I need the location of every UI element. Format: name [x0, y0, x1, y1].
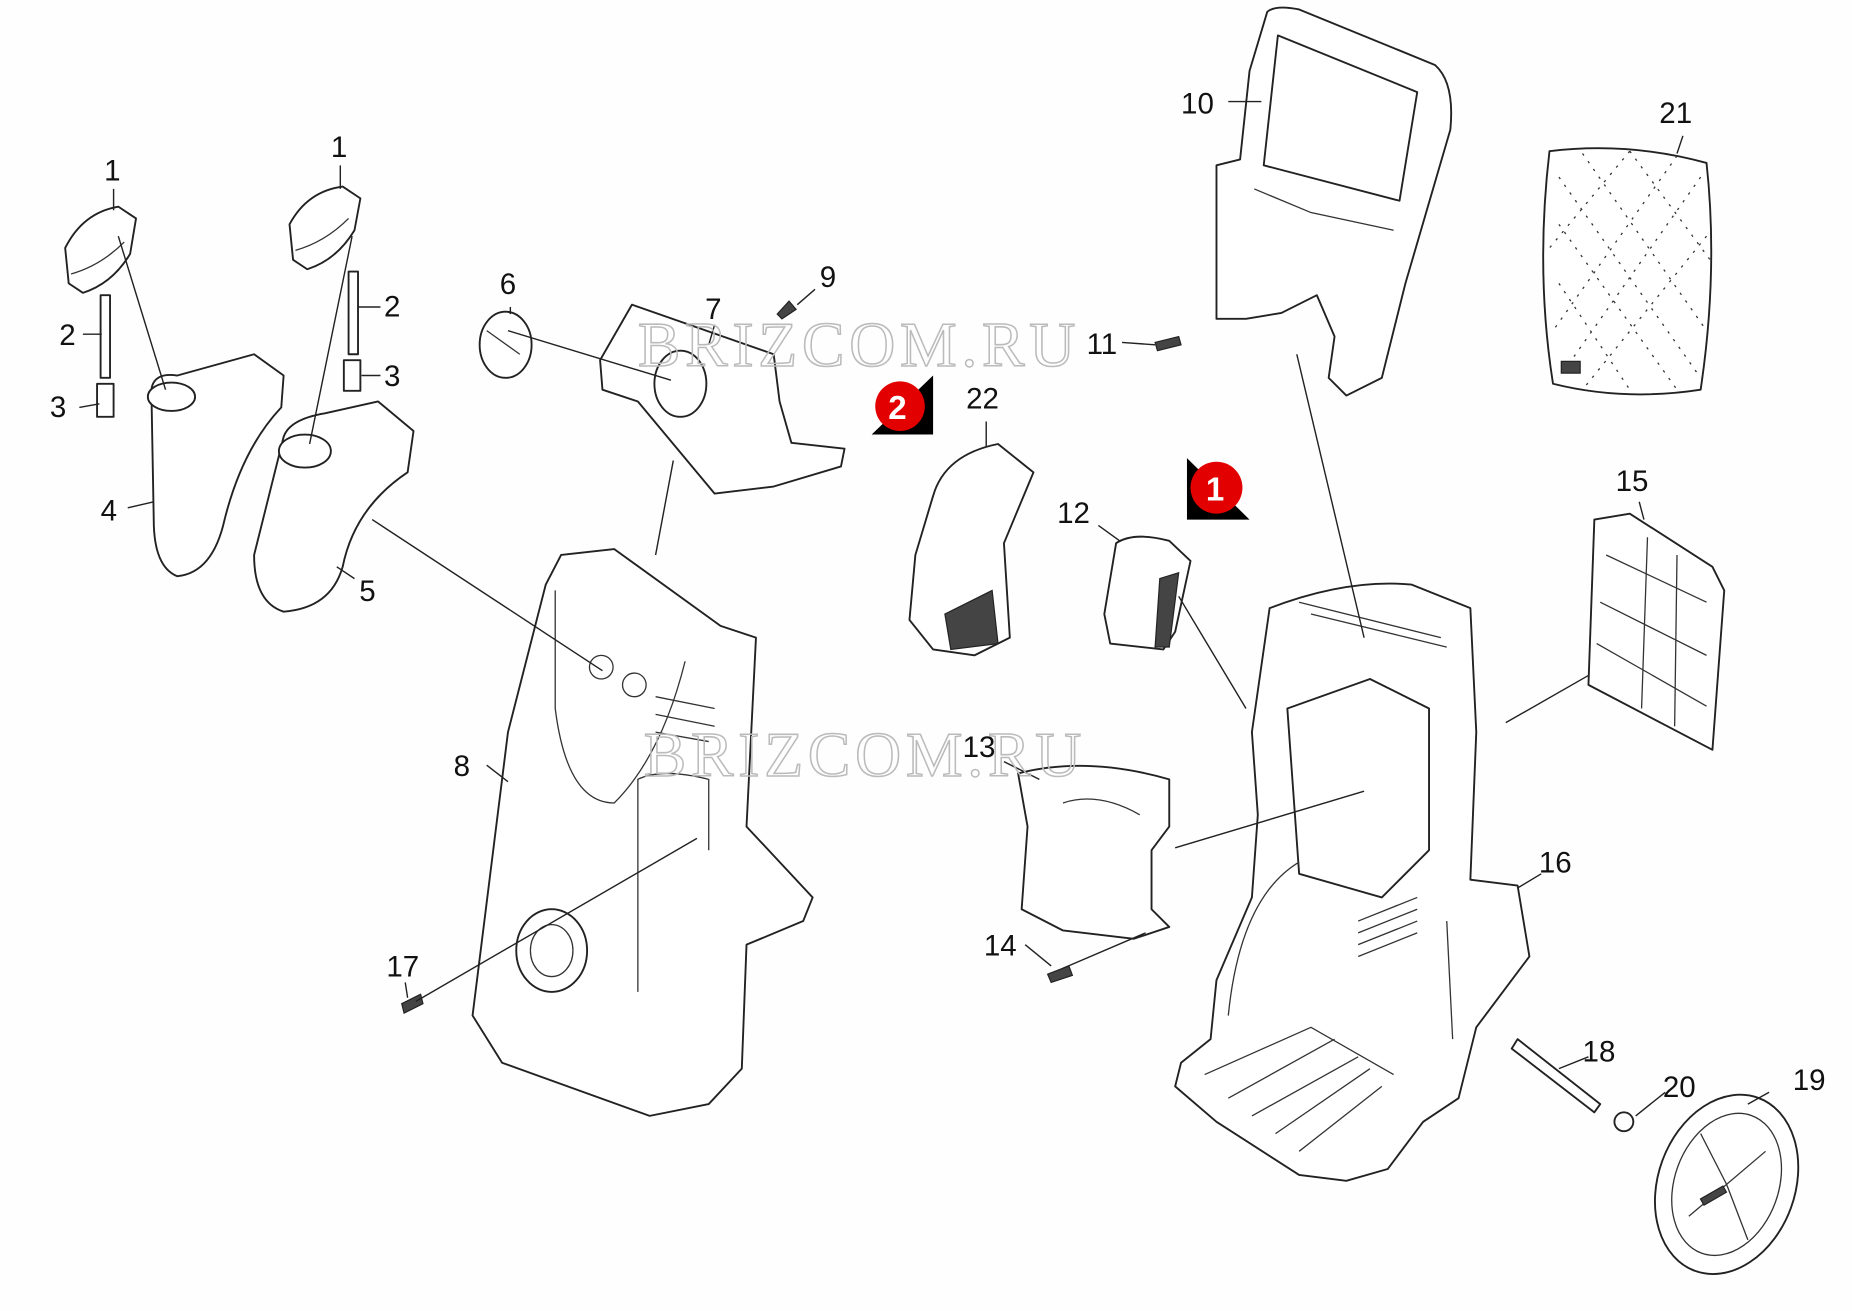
part-5-detergent-tank	[253, 400, 415, 613]
label-part-6: 6	[500, 268, 516, 301]
label-part-22: 22	[966, 383, 999, 416]
label-part-4: 4	[101, 495, 117, 528]
callout-badge-1: 1	[1186, 458, 1250, 520]
label-part-3: 3	[384, 360, 400, 393]
part-14-screw	[1046, 965, 1074, 984]
part-20-clip	[1613, 1111, 1635, 1133]
label-part-16: 16	[1539, 847, 1572, 880]
label-part-17: 17	[386, 951, 419, 984]
part-17-screw	[401, 993, 424, 1015]
label-part-20: 20	[1663, 1071, 1696, 1104]
label-part-9: 9	[820, 261, 836, 294]
label-part-18: 18	[1583, 1036, 1616, 1069]
part-19-wheel	[1654, 1093, 1800, 1275]
label-part-1: 1	[104, 155, 120, 188]
label-part-2: 2	[59, 319, 75, 352]
part-7-cover-panel	[599, 303, 846, 495]
label-part-5: 5	[359, 575, 375, 608]
label-part-7: 7	[705, 293, 721, 326]
part-11-screw	[1154, 335, 1182, 352]
leader-lines	[79, 100, 1770, 1117]
label-part-1: 1	[331, 131, 347, 164]
part-13-cover	[1017, 764, 1171, 940]
part-8-front-housing	[471, 548, 814, 1117]
label-part-15: 15	[1616, 465, 1649, 498]
part-3-filter-right	[342, 359, 362, 392]
svg-text:2: 2	[888, 390, 906, 427]
label-part-8: 8	[454, 750, 470, 783]
label-part-2: 2	[384, 290, 400, 323]
part-2-tube-right	[347, 270, 359, 356]
label-part-11: 11	[1087, 328, 1118, 361]
label-part-10: 10	[1181, 87, 1214, 120]
part-18-axle	[1510, 1038, 1602, 1114]
label-part-13: 13	[963, 731, 996, 764]
label-part-19: 19	[1793, 1064, 1826, 1097]
part-9-screw	[776, 300, 797, 320]
part-22-guide	[908, 443, 1035, 657]
label-part-3: 3	[50, 391, 66, 424]
watermark: BRIZCOM.RU	[644, 719, 1086, 790]
part-1-cap-left	[64, 205, 137, 294]
part-labels: 1 1 2 2 3 3 4 5 6 7 8 9 10 11 12 13 14 1…	[50, 87, 1826, 1104]
callout-badge-2: 2	[871, 375, 934, 435]
part-3-filter-left	[96, 382, 115, 418]
svg-text:1: 1	[1206, 472, 1224, 509]
part-12-guide	[1103, 535, 1192, 651]
part-21-filter	[1542, 147, 1713, 396]
part-6-knob	[478, 310, 533, 379]
part-16-base-housing	[1174, 582, 1531, 1182]
part-1-cap-right	[288, 185, 362, 271]
part-2-tube-left	[99, 294, 111, 379]
part-10-handle	[1215, 6, 1453, 397]
part-15-grille	[1587, 512, 1726, 751]
label-part-14: 14	[984, 929, 1017, 962]
label-part-21: 21	[1659, 97, 1692, 130]
part-4-detergent-tank	[146, 353, 285, 578]
watermark: BRIZCOM.RU	[638, 309, 1080, 380]
label-part-12: 12	[1057, 497, 1090, 530]
